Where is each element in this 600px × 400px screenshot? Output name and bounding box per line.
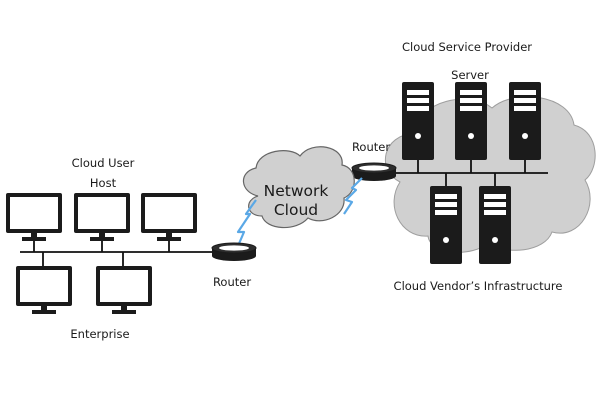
router-label-left: Router — [213, 275, 251, 289]
enterprise-label: Enterprise — [70, 327, 129, 341]
server-icon — [402, 82, 434, 160]
host-monitor-icon — [6, 193, 62, 241]
server-icon — [430, 186, 462, 264]
host-monitor-icon — [96, 266, 152, 314]
router-icon — [351, 162, 397, 182]
host-label: Host — [90, 176, 117, 190]
cloud-service-provider-label: Cloud Service Provider — [402, 40, 532, 54]
network-cloud-shape — [242, 146, 355, 229]
host-monitor-icon — [16, 266, 72, 314]
server-icon — [455, 82, 487, 160]
server-icon — [509, 82, 541, 160]
wan-link-right — [343, 177, 363, 215]
cloud-user-label: Cloud User — [72, 156, 135, 170]
router-label-right: Router — [352, 140, 390, 154]
server-label: Server — [451, 68, 489, 82]
cloud-vendor-infrastructure-label: Cloud Vendor’s Infrastructure — [394, 279, 563, 293]
router-icon — [211, 242, 257, 262]
network-cloud-label-line1: Network — [264, 182, 329, 200]
host-monitor-icon — [141, 193, 197, 241]
network-cloud-label-line2: Cloud — [274, 201, 318, 219]
host-monitor-icon — [74, 193, 130, 241]
server-icon — [479, 186, 511, 264]
wan-link-left — [236, 199, 257, 247]
